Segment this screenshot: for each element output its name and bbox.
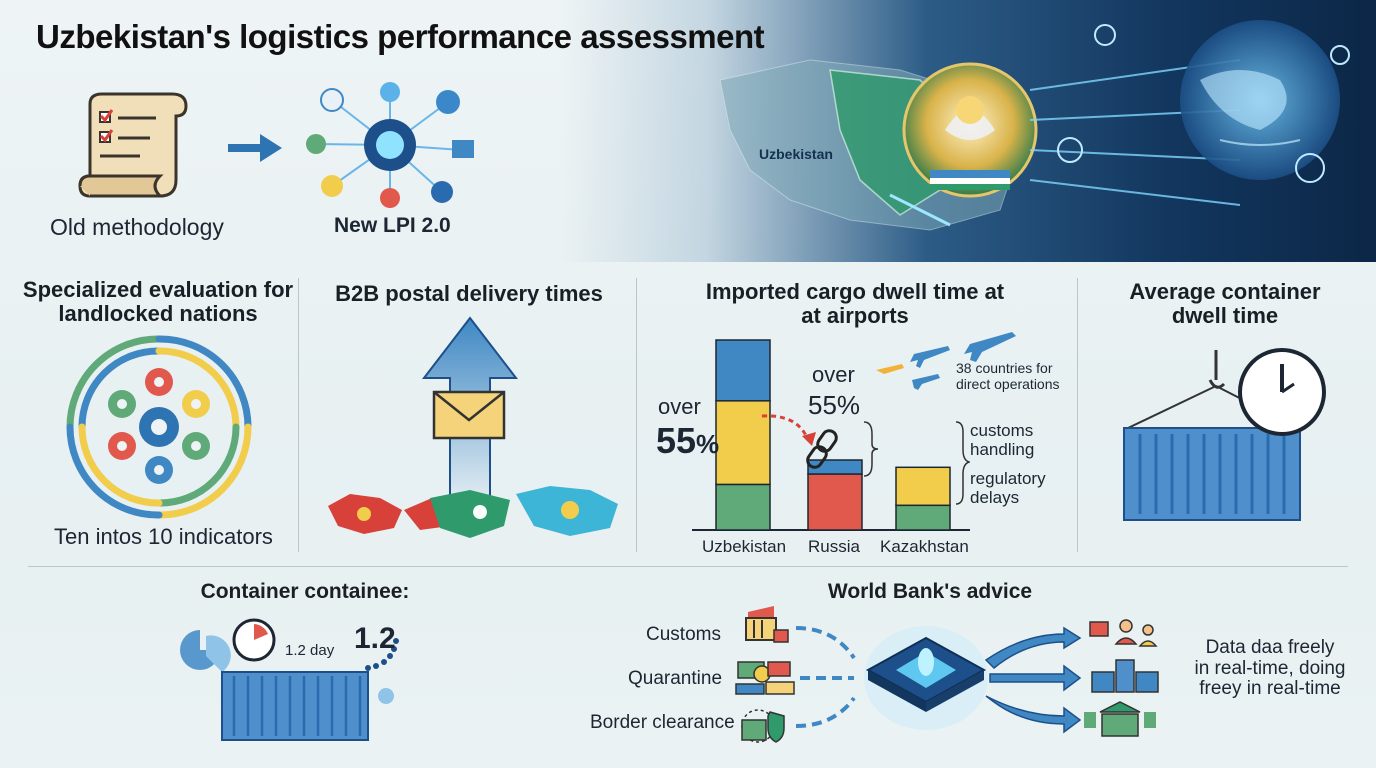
category-label-russia: Russia <box>808 537 860 556</box>
bank-building-icon <box>1084 701 1156 737</box>
arrow-out-middle <box>989 664 1082 692</box>
border-shield-icon <box>741 709 785 743</box>
advice-title: World Bank's advice <box>827 580 1033 603</box>
bracket-regulatory-label: regulatory delays <box>970 469 1046 507</box>
uz-value-pct: % <box>696 429 720 459</box>
big-value: 1.2 <box>354 622 396 655</box>
bar-segment-russia-0 <box>807 473 863 531</box>
bar-segment-uzbekistan-0 <box>715 483 771 531</box>
single-window-flow-diagram <box>735 606 1159 743</box>
container-title: Average container dwell time <box>1090 279 1360 329</box>
bar-segment-uzbekistan-2 <box>715 339 771 402</box>
section-divider <box>28 566 1348 567</box>
divider-1 <box>298 278 299 552</box>
arrow-out-bottom <box>985 695 1082 734</box>
small-pie-icon <box>378 688 394 704</box>
bracket1-line1: customs <box>970 421 1034 440</box>
chain-link-icon <box>761 414 838 469</box>
input-quarantine-label: Quarantine <box>628 668 723 689</box>
container-title-line2: dwell time <box>1171 303 1279 329</box>
landlocked-title-line2: landlocked nations <box>58 301 258 327</box>
container-title-line1: Average container <box>1129 279 1321 304</box>
network-nodes-icon <box>1057 24 1350 183</box>
note-line1: 38 countries for <box>956 360 1053 376</box>
uz-value-number: 55 <box>656 420 697 461</box>
page-title: Uzbekistan's logistics performance asses… <box>36 18 765 55</box>
cargo-title-line1: Imported cargo dwell time at <box>705 279 1005 304</box>
direct-operations-note: 38 countries for direct operations <box>956 360 1060 392</box>
advice-result-text: Data daa freely in real-time, doing free… <box>1180 637 1360 700</box>
gears-ring-icon <box>66 335 252 519</box>
landlocked-title: Specialized evaluation for landlocked na… <box>20 277 296 327</box>
arrow-out-top <box>984 626 1082 670</box>
result-line2: in real-time, doing <box>1194 657 1346 679</box>
bracket-kazakhstan <box>955 421 970 505</box>
cargo-title: Imported cargo dwell time at at airports <box>700 279 1010 329</box>
container-clock-illustration <box>1123 348 1326 521</box>
ru-value: 55% <box>808 390 861 420</box>
new-lpi-label: New LPI 2.0 <box>334 214 451 237</box>
people-group-icon <box>1089 619 1158 647</box>
clock-icon <box>1238 348 1326 436</box>
quarantine-documents-icon <box>735 661 795 695</box>
day-label: 1.2 day <box>285 642 335 659</box>
progress-dots-icon <box>365 638 399 671</box>
single-window-chip-icon <box>864 626 988 730</box>
divider-3 <box>1077 278 1078 552</box>
result-line1: Data daa freely <box>1205 637 1335 658</box>
category-label-kazakhstan: Kazakhstan <box>880 537 969 556</box>
note-line2: direct operations <box>956 376 1060 393</box>
bracket-russia <box>863 421 879 477</box>
stopwatch-icon <box>232 618 276 662</box>
bracket1-line2: handling <box>970 439 1035 459</box>
arrow-right-icon <box>228 134 282 162</box>
bar-segment-kazakhstan-1 <box>895 466 951 507</box>
input-customs-label: Customs <box>646 624 721 645</box>
city-buildings-icon <box>1091 659 1159 693</box>
postal-title: B2B postal delivery times <box>335 281 603 306</box>
bracket2-line1: regulatory <box>970 469 1046 488</box>
shipping-container-small-icon <box>221 671 369 741</box>
country-maps-icon <box>328 486 618 538</box>
cargo-dwell-chart <box>692 339 970 531</box>
customs-building-icon <box>745 606 789 643</box>
bar-segment-uzbekistan-1 <box>715 400 771 486</box>
bar-segment-kazakhstan-0 <box>895 504 951 531</box>
container-timer-illustration <box>180 618 399 741</box>
map-label: Uzbekistan <box>759 146 833 162</box>
divider-2 <box>636 278 637 552</box>
landlocked-caption: Ten intos 10 indicators <box>54 524 273 549</box>
cargo-title-line2: at airports <box>801 303 909 329</box>
postal-delivery-illustration <box>328 316 618 538</box>
airplane-icons <box>876 332 1016 390</box>
result-line3: freey in real-time <box>1199 678 1341 700</box>
ru-over-label: over <box>812 362 855 387</box>
container-containee-title: Container containee: <box>200 580 410 603</box>
gears-cluster <box>108 368 210 484</box>
envelope-icon <box>432 390 506 440</box>
header-map-illustration <box>719 20 1350 231</box>
landlocked-title-line1: Specialized evaluation for <box>22 277 294 302</box>
scroll-checklist-icon <box>78 92 188 198</box>
bracket-customs-label: customs handling <box>970 421 1035 459</box>
input-border-label: Border clearance <box>590 712 735 733</box>
old-methodology-label: Old methodology <box>50 214 224 240</box>
bracket2-line2: delays <box>970 487 1020 507</box>
category-label-uzbekistan: Uzbekistan <box>702 537 787 556</box>
shipping-container-icon <box>1123 427 1301 521</box>
lpi-network-icon <box>306 82 474 208</box>
uz-value: 55% <box>656 420 719 462</box>
uz-over-label: over <box>658 394 701 419</box>
